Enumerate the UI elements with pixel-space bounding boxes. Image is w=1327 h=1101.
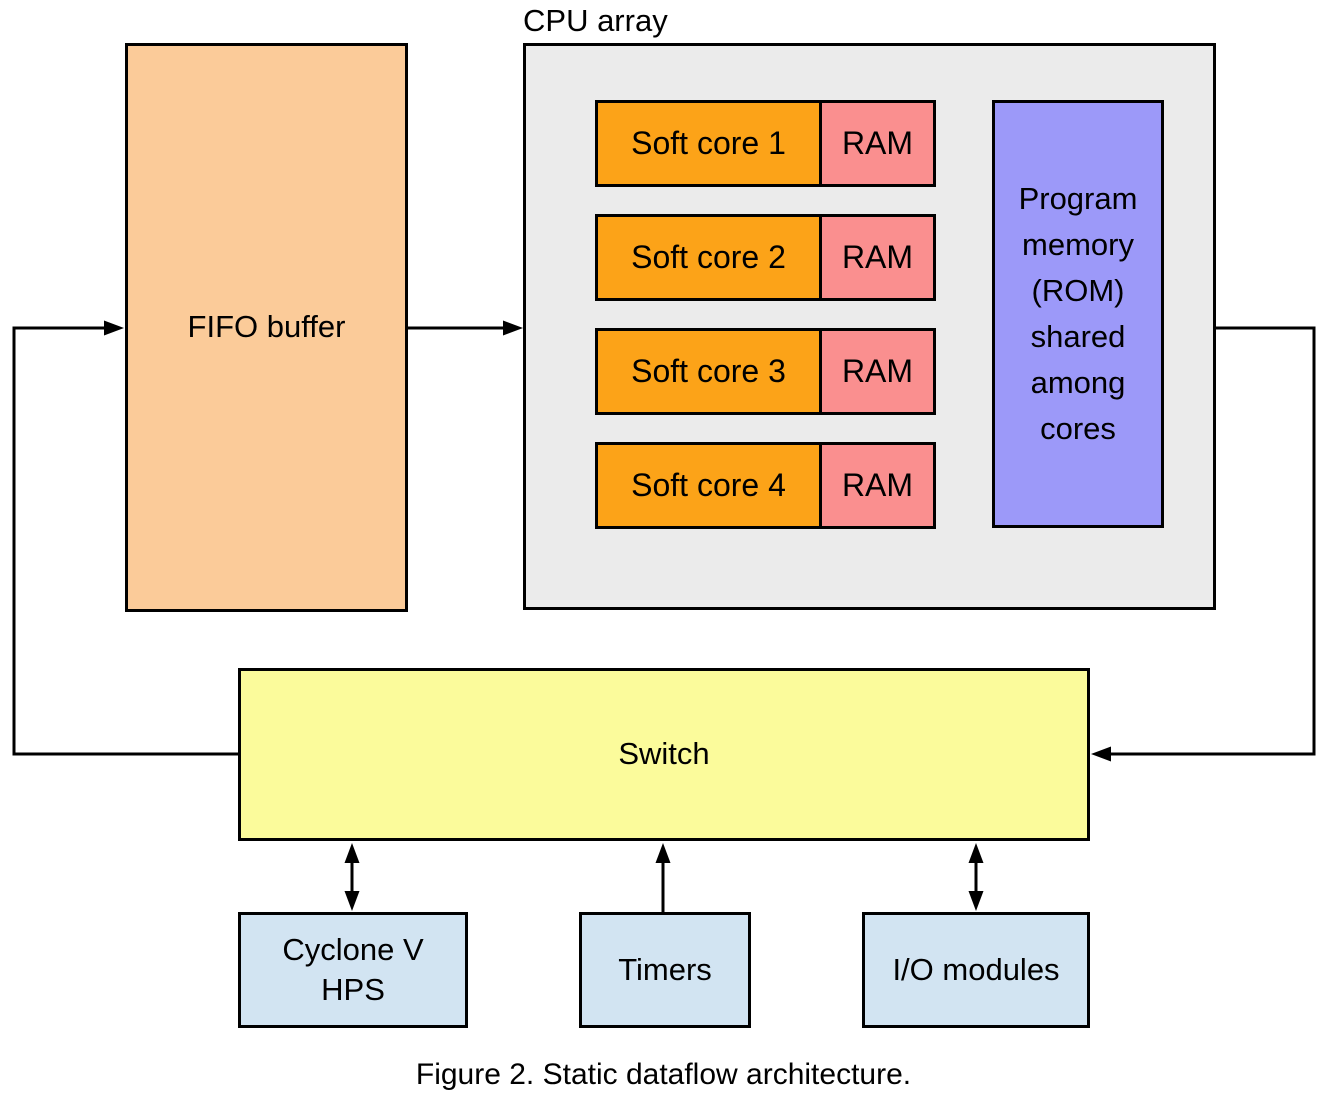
- figure-caption: Figure 2. Static dataflow architecture.: [415, 1058, 912, 1091]
- hps-label-line-1: Cyclone V: [282, 932, 424, 967]
- program-memory-rom-box: Program memory (ROM) shared among cores: [992, 100, 1164, 528]
- ram-4-label: RAM: [841, 467, 914, 503]
- soft-core-1-label: Soft core 1: [631, 125, 786, 161]
- soft-core-row-4: Soft core 4 RAM: [595, 442, 936, 529]
- switch-box: Switch: [238, 668, 1090, 841]
- ram-2-box: RAM: [819, 214, 936, 301]
- ram-3-label: RAM: [841, 353, 914, 389]
- arrow-switch-to-fifo-feedback: [12, 320, 238, 756]
- ram-1-label: RAM: [841, 125, 914, 161]
- cyclone-v-hps-box: Cyclone V HPS: [238, 912, 468, 1028]
- ram-4-box: RAM: [819, 442, 936, 529]
- ram-2-label: RAM: [841, 239, 914, 275]
- hps-label-line-2: HPS: [321, 972, 385, 1007]
- soft-core-3-label: Soft core 3: [631, 353, 786, 389]
- ram-3-box: RAM: [819, 328, 936, 415]
- arrow-switch-io-bidirectional: [968, 843, 984, 911]
- rom-label-line-6: cores: [1040, 411, 1116, 446]
- soft-core-row-3: Soft core 3 RAM: [595, 328, 936, 415]
- rom-label-line-4: shared: [1030, 319, 1126, 354]
- soft-core-2-box: Soft core 2: [595, 214, 822, 301]
- arrow-fifo-to-cpu-array: [408, 320, 523, 336]
- rom-label-line-3: (ROM): [1031, 273, 1125, 308]
- fifo-buffer-label: FIFO buffer: [187, 309, 346, 345]
- timers-box: Timers: [579, 912, 751, 1028]
- switch-label: Switch: [618, 736, 710, 772]
- io-modules-box: I/O modules: [862, 912, 1090, 1028]
- soft-core-4-box: Soft core 4: [595, 442, 822, 529]
- rom-label-line-1: Program: [1018, 181, 1138, 216]
- soft-core-row-2: Soft core 2 RAM: [595, 214, 936, 301]
- rom-label-line-5: among: [1030, 365, 1126, 400]
- ram-1-box: RAM: [819, 100, 936, 187]
- rom-label-line-2: memory: [1022, 227, 1134, 262]
- arrow-timers-to-switch: [655, 843, 671, 913]
- arrow-cpu-array-to-switch: [1091, 326, 1316, 762]
- arrow-switch-hps-bidirectional: [344, 843, 360, 911]
- cpu-array-label: CPU array: [523, 3, 668, 38]
- soft-core-4-label: Soft core 4: [631, 467, 786, 503]
- soft-core-3-box: Soft core 3: [595, 328, 822, 415]
- soft-core-2-label: Soft core 2: [631, 239, 786, 275]
- timers-label: Timers: [618, 951, 712, 987]
- soft-core-1-box: Soft core 1: [595, 100, 822, 187]
- io-modules-label: I/O modules: [892, 951, 1060, 987]
- soft-core-row-1: Soft core 1 RAM: [595, 100, 936, 187]
- fifo-buffer-box: FIFO buffer: [125, 43, 408, 612]
